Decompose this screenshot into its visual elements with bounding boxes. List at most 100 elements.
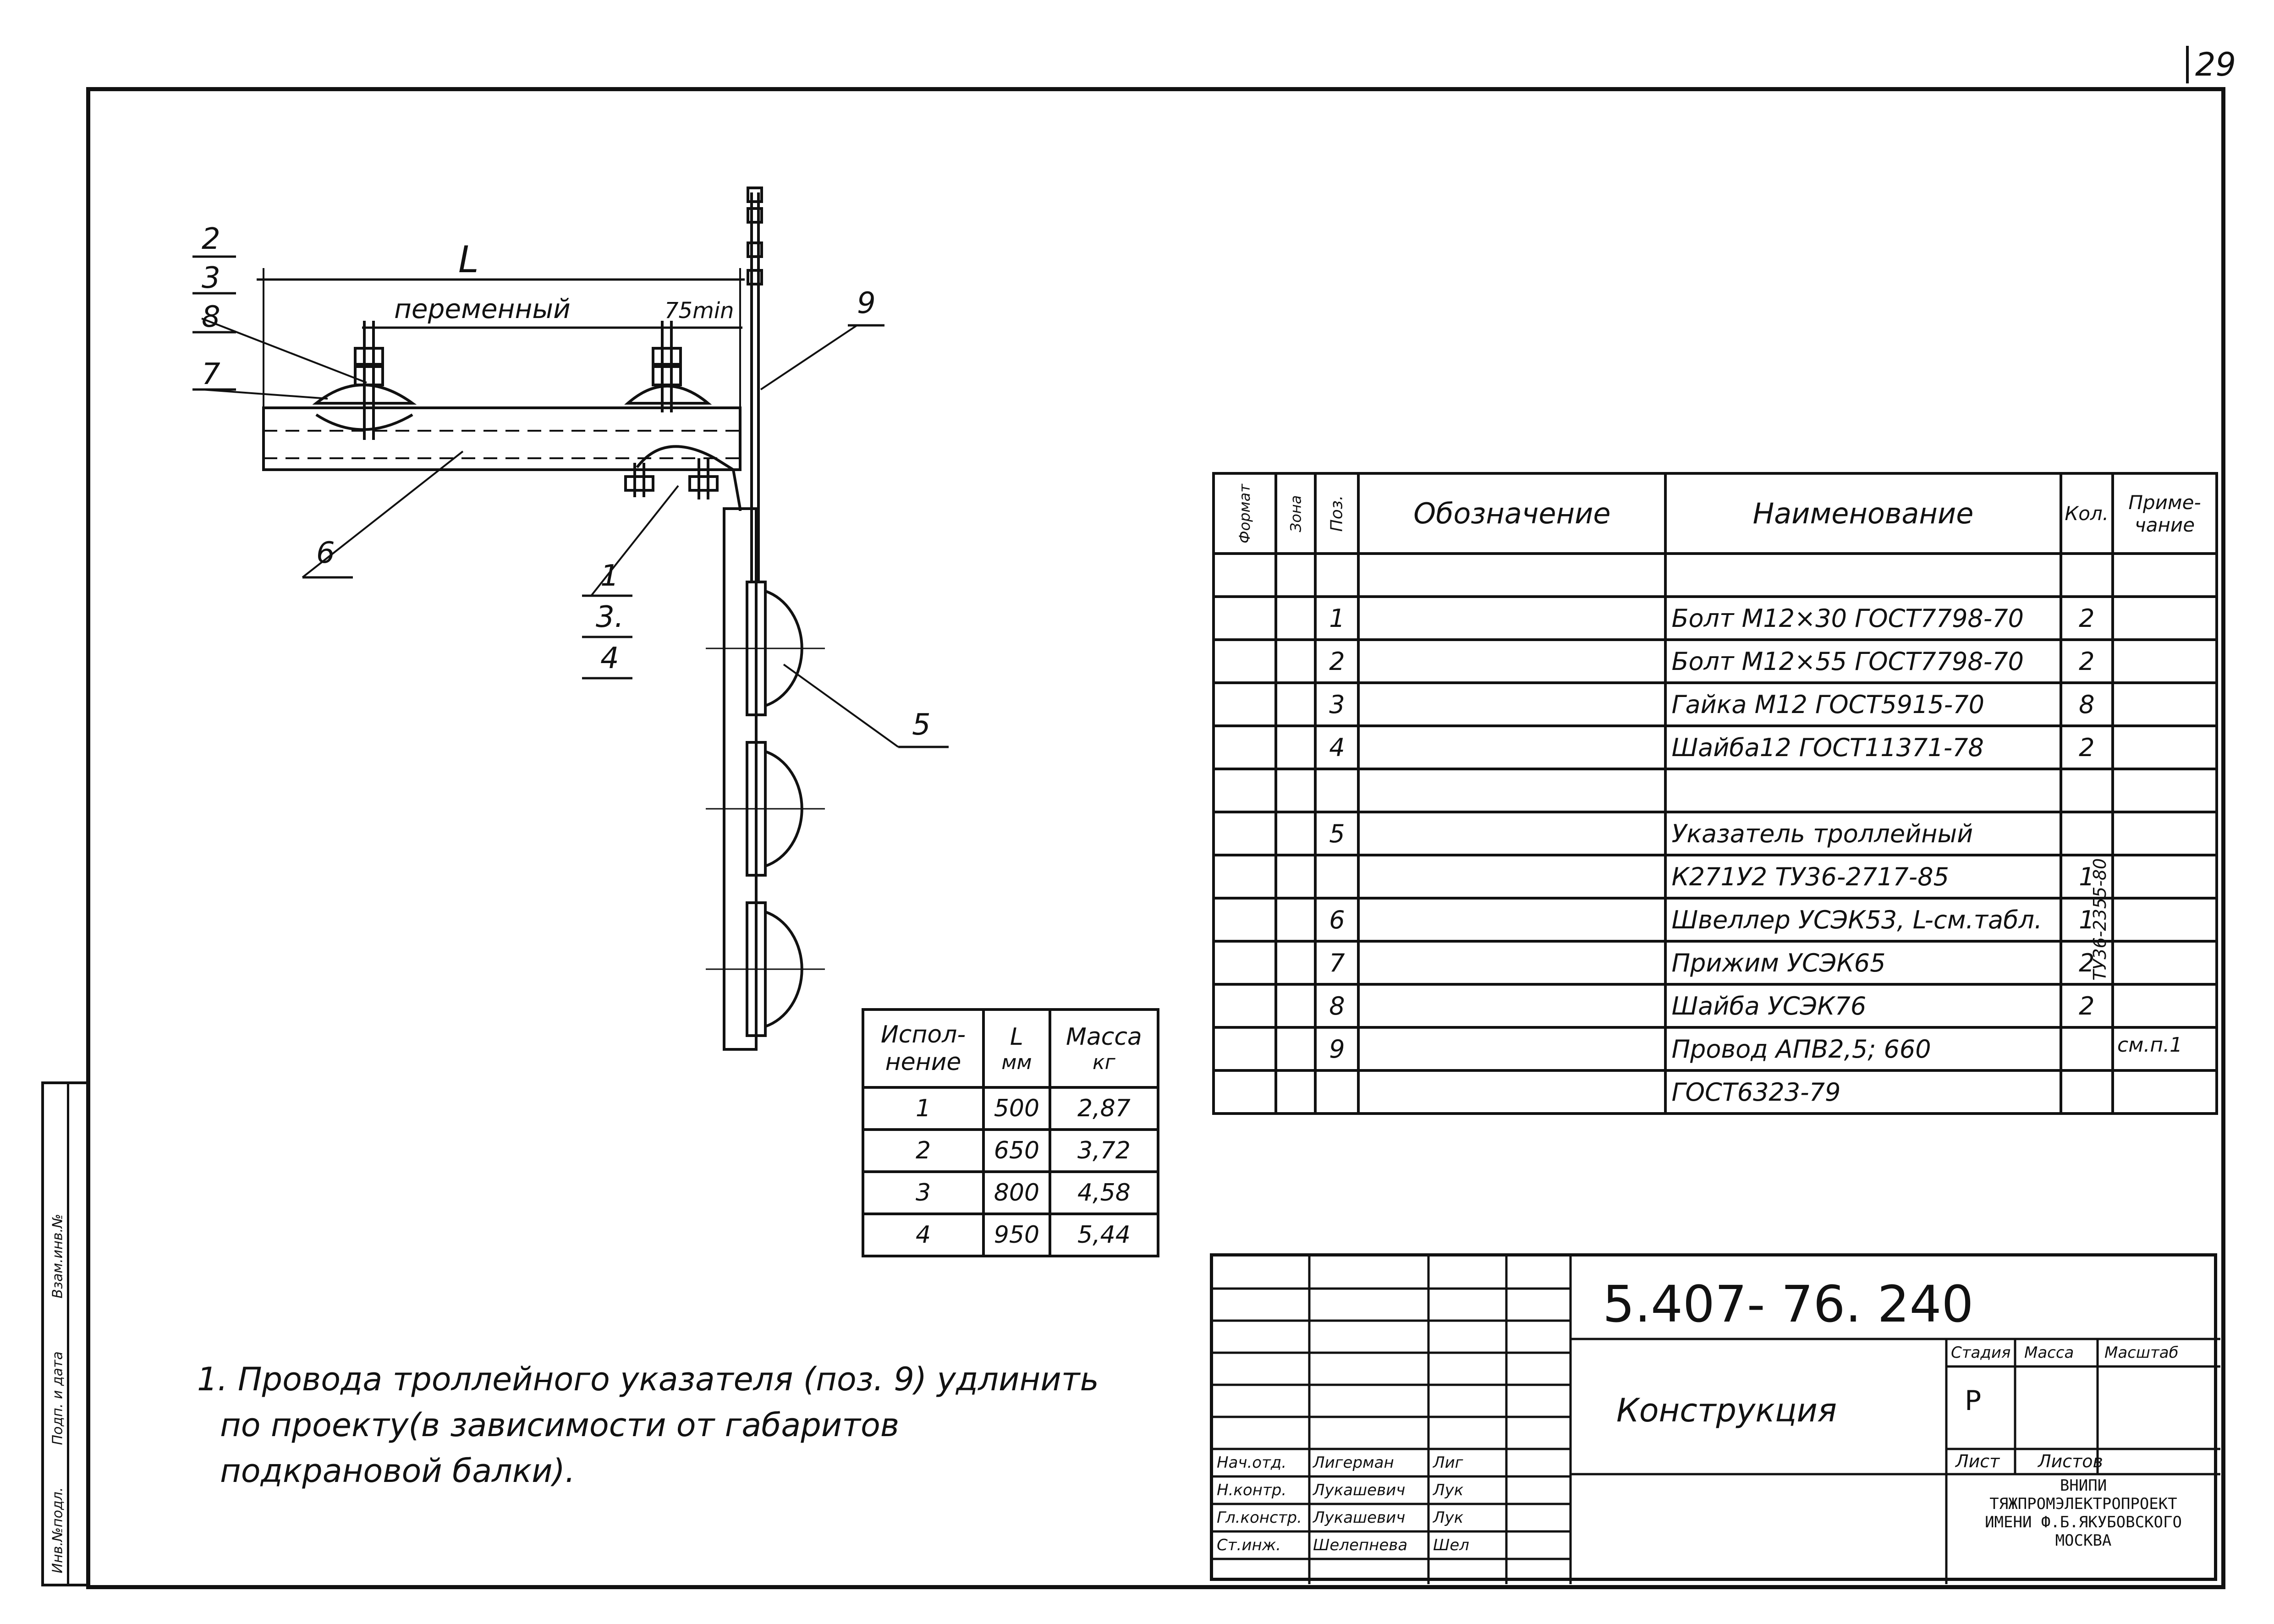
cell-pos: 4: [1314, 724, 1360, 770]
cell-name: Прижим УСЭК65: [1664, 940, 2062, 986]
cell-zone: [1274, 897, 1317, 943]
cell-format: [1212, 768, 1277, 813]
spec-header-qty: Кол.: [2059, 472, 2115, 555]
cell-pos: 9: [1314, 1026, 1360, 1072]
table-row: [1212, 768, 2218, 813]
cell-format: [1212, 1026, 1277, 1072]
cell-zone: [1274, 595, 1317, 641]
sheet-number: 29: [2186, 46, 2236, 83]
cell-format: [1212, 983, 1277, 1029]
cell-pos: 6: [1314, 897, 1360, 943]
dim-L-label: L: [458, 238, 479, 281]
signature-1: Лиг: [1433, 1454, 1463, 1472]
cell-note: [2111, 638, 2218, 684]
table-row: [1212, 552, 2218, 598]
cell-format: [1212, 940, 1277, 986]
sign-name-4: Шелепнева: [1313, 1536, 1408, 1554]
general-note: 1. Провода троллейного указателя (поз. 9…: [197, 1356, 1099, 1494]
signature-3: Лук: [1433, 1509, 1464, 1527]
cell-note: [2111, 768, 2218, 813]
table-row: 6 Швеллер УСЭК53, L-см.табл.1: [1212, 897, 2218, 943]
cell: 2: [861, 1128, 985, 1173]
cell-format: [1212, 811, 1277, 856]
stage-value: Р: [1965, 1385, 1982, 1417]
cell-note: [2111, 940, 2218, 986]
indicator-body: [723, 507, 758, 1051]
pos-2-label: 2: [202, 222, 220, 256]
cell-name: Гайка М12 ГОСТ5915-70: [1664, 681, 2062, 727]
cell-pos: [1314, 552, 1360, 598]
sign-name-2: Лукашевич: [1313, 1481, 1406, 1499]
cell-zone: [1274, 768, 1317, 813]
table-row: 5 Указатель троллейный: [1212, 811, 2218, 856]
spec-header-format: Формат: [1212, 472, 1277, 555]
cell-designation: [1357, 681, 1667, 727]
cell-note: [2111, 1069, 2218, 1115]
signature-4: Шел: [1433, 1536, 1470, 1554]
cell-designation: [1357, 940, 1667, 986]
cell-qty: [2059, 811, 2115, 856]
cell-zone: [1274, 1026, 1317, 1072]
cell-format: [1212, 1069, 1277, 1115]
cell-designation: [1357, 1026, 1667, 1072]
title-block: 5.407- 76. 240 Конструкция Стадия Масса …: [1210, 1253, 2220, 1584]
cell-format: [1212, 854, 1277, 900]
pos-6-label: 6: [316, 536, 335, 570]
cell-note: [2111, 724, 2218, 770]
table-row: ГОСТ6323-79: [1212, 1069, 2218, 1115]
cell-qty: 1: [2059, 897, 2115, 943]
cell-pos: 7: [1314, 940, 1360, 986]
org-line: ИМЕНИ Ф.Б.ЯКУБОВСКОГО: [1985, 1513, 2182, 1531]
pos-1-label: 1: [600, 559, 619, 593]
side-stamp-label-1: Инв.№подл.: [49, 1487, 66, 1574]
cell-name: Швеллер УСЭК53, L-см.табл.: [1664, 897, 2062, 943]
cell-pos: [1314, 1069, 1360, 1115]
sign-role-3: Гл.констр.: [1217, 1509, 1302, 1527]
cell-name: Указатель троллейный: [1664, 811, 2062, 856]
cell-name: ГОСТ6323-79: [1664, 1069, 2062, 1115]
cell-note: [2111, 595, 2218, 641]
sign-role-1: Нач.отд.: [1217, 1454, 1287, 1472]
cell-note: [2111, 681, 2218, 727]
spec-table: Формат Зона Поз. Обозначение Наименовани…: [1212, 472, 2218, 1115]
sheets-label: Листов: [2038, 1451, 2103, 1471]
cell-note: [2111, 1026, 2218, 1072]
cell-pos: 3: [1314, 681, 1360, 727]
cell-qty: [2059, 768, 2115, 813]
pos-9-label: 9: [857, 286, 876, 320]
note-line-2: по проекту(в зависимости от габаритов: [220, 1406, 900, 1444]
spec-header-designation: Обозначение: [1357, 472, 1667, 555]
pos-8-label: 8: [202, 300, 220, 334]
cell: 2,87: [1048, 1086, 1160, 1131]
cell: 3: [861, 1170, 985, 1215]
spec-header-zone: Зона: [1274, 472, 1317, 555]
cell-name: [1664, 768, 2062, 813]
cell-designation: [1357, 552, 1667, 598]
spec-header-pos: Поз.: [1314, 472, 1360, 555]
table-row: 4 950 5,44: [861, 1213, 1160, 1257]
cell-zone: [1274, 724, 1317, 770]
table-row: 1 500 2,87: [861, 1086, 1160, 1131]
channel-beam: [262, 406, 742, 471]
organization: ВНИПИ ТЯЖПРОМЭЛЕКТРОПРОЕКТ ИМЕНИ Ф.Б.ЯКУ…: [1946, 1476, 2220, 1550]
cell-format: [1212, 681, 1277, 727]
cell-qty: 2: [2059, 638, 2115, 684]
cell-qty: 2: [2059, 595, 2115, 641]
cell-zone: [1274, 854, 1317, 900]
cell-pos: 5: [1314, 811, 1360, 856]
org-line: ТЯЖПРОМЭЛЕКТРОПРОЕКТ: [1989, 1495, 2177, 1513]
cell-format: [1212, 897, 1277, 943]
spec-header-name: Наименование: [1664, 472, 2062, 555]
cell-qty: [2059, 1026, 2115, 1072]
cell-qty: [2059, 1069, 2115, 1115]
note-line-3: подкрановой балки).: [220, 1452, 576, 1490]
cell-qty: 2: [2059, 983, 2115, 1029]
pos-4-label: 4: [600, 642, 619, 675]
